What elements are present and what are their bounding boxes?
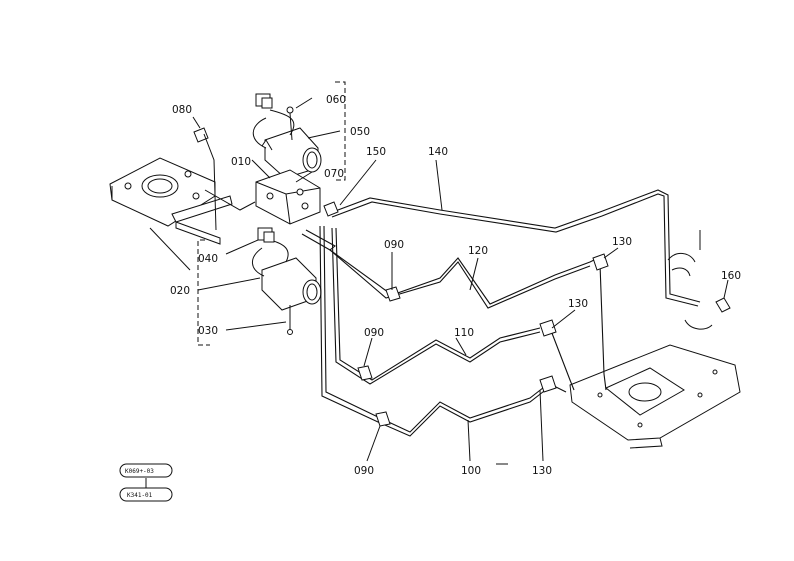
label-050: 050 bbox=[350, 126, 370, 138]
transmission-case bbox=[569, 344, 741, 449]
lower-solenoid-valve bbox=[252, 227, 322, 311]
label-010: 010 bbox=[231, 156, 251, 168]
pipe-140 bbox=[329, 189, 701, 307]
part-labels: 080 060 050 010 150 140 070 090 120 130 … bbox=[170, 94, 741, 477]
badge-top: K069+-03 bbox=[125, 468, 154, 475]
bolt-030 bbox=[287, 305, 293, 335]
return-pipe bbox=[549, 263, 607, 393]
pipe-100 bbox=[319, 225, 549, 437]
label-090-bottom: 090 bbox=[354, 465, 374, 477]
label-110: 110 bbox=[454, 327, 474, 339]
label-120: 120 bbox=[468, 245, 488, 257]
fitting-130-middle bbox=[539, 319, 557, 337]
side-housing bbox=[667, 230, 713, 330]
label-060: 060 bbox=[326, 94, 346, 106]
fitting-160 bbox=[715, 297, 731, 313]
label-130-top: 130 bbox=[612, 236, 632, 248]
label-130-bottom: 130 bbox=[532, 465, 552, 477]
fitting-090-upper bbox=[385, 286, 401, 302]
label-090-middle: 090 bbox=[364, 327, 384, 339]
bolt-080 bbox=[193, 127, 217, 231]
label-150: 150 bbox=[366, 146, 386, 158]
pipe-110 bbox=[331, 227, 541, 385]
badge-bottom: K341-01 bbox=[127, 492, 153, 499]
fitting-090-lower bbox=[375, 411, 391, 427]
label-080: 080 bbox=[172, 104, 192, 116]
leader-lines bbox=[145, 97, 729, 488]
group-brackets bbox=[197, 81, 346, 346]
label-160: 160 bbox=[721, 270, 741, 282]
label-090-top: 090 bbox=[384, 239, 404, 251]
label-070: 070 bbox=[324, 168, 344, 180]
fitting-150 bbox=[323, 201, 339, 217]
reference-badges: K069+-03 K341-01 bbox=[119, 463, 173, 502]
bolt-060 bbox=[286, 106, 294, 141]
fitting-130-lower bbox=[539, 375, 557, 393]
label-130-middle: 130 bbox=[568, 298, 588, 310]
label-040: 040 bbox=[198, 253, 218, 265]
label-100: 100 bbox=[461, 465, 481, 477]
label-020: 020 bbox=[170, 285, 190, 297]
mounting-bracket bbox=[109, 157, 256, 245]
badge-bottom-frame bbox=[119, 487, 173, 502]
pipe-120 bbox=[301, 229, 599, 309]
badge-top-frame bbox=[119, 463, 173, 478]
label-140: 140 bbox=[428, 146, 448, 158]
label-030: 030 bbox=[198, 325, 218, 337]
upper-solenoid-valve bbox=[252, 93, 322, 179]
fitting-090-middle bbox=[357, 365, 373, 381]
valve-block bbox=[255, 169, 321, 225]
